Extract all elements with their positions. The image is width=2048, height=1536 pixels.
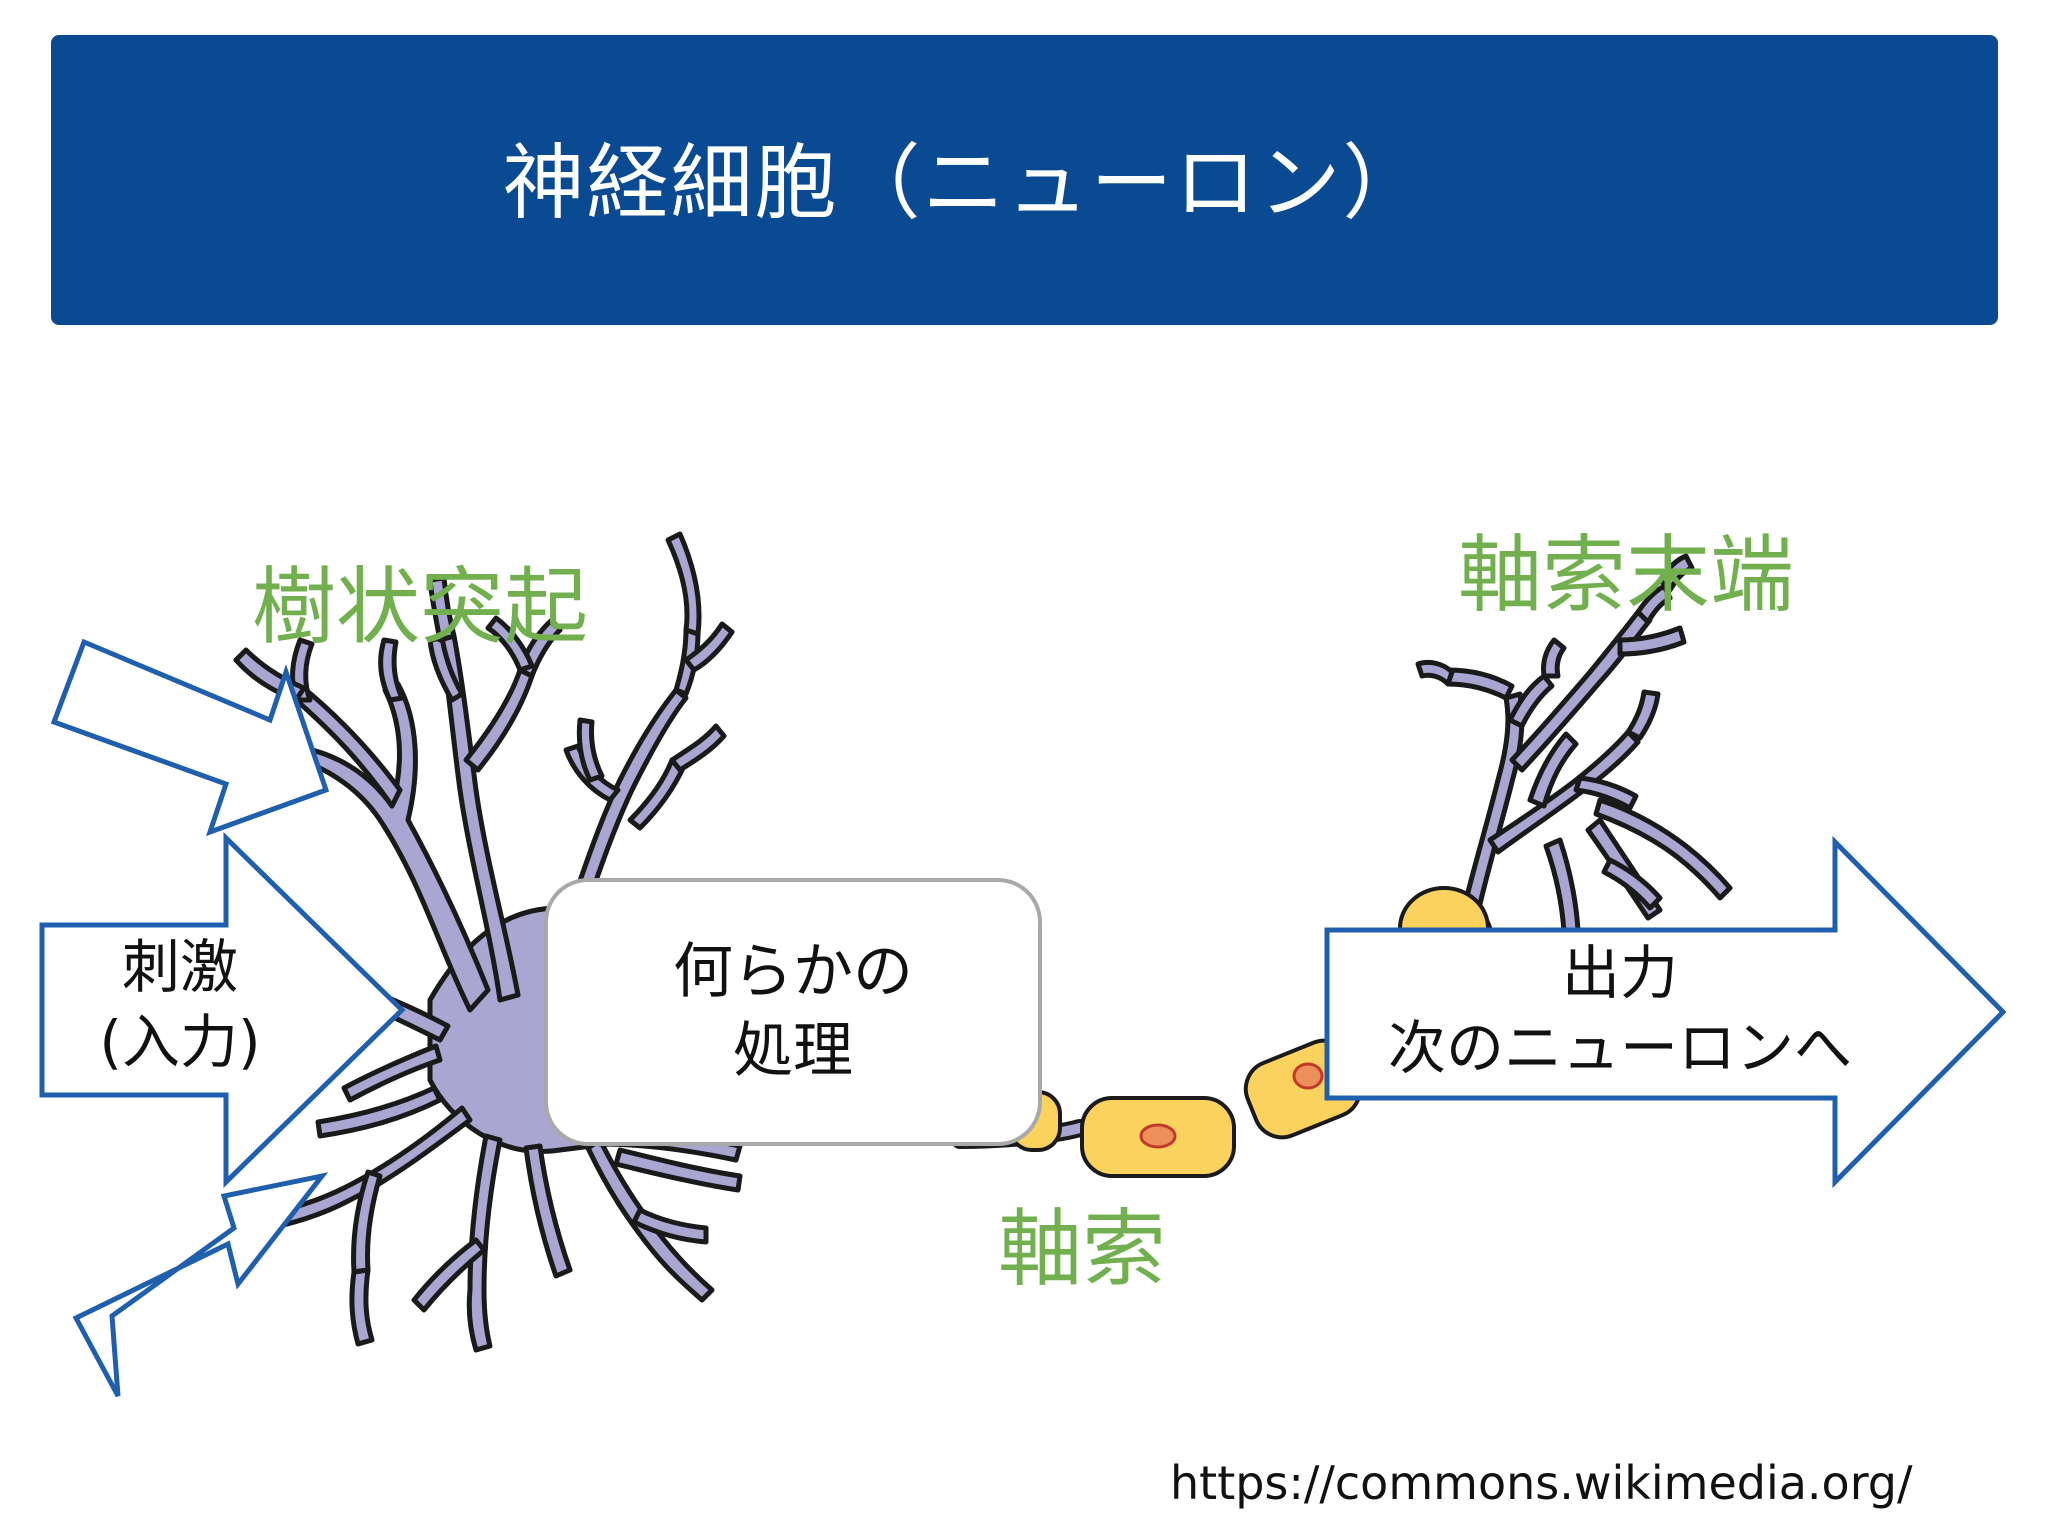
nucleus <box>1292 1062 1324 1090</box>
output-text: 出力 次のニューロンへ <box>1330 936 1910 1087</box>
process-box: 何らかの 処理 <box>544 878 1042 1146</box>
input-arrow-middle <box>39 832 406 1188</box>
output-line1: 出力 <box>1561 939 1678 1007</box>
input-arrow-upper <box>50 638 330 837</box>
axon-label: 軸索 <box>998 1200 1167 1298</box>
input-arrow-lower <box>72 1172 329 1398</box>
stimulus-line1: 刺激 <box>121 933 238 1001</box>
stimulus-text: 刺激 (入力) <box>60 930 300 1081</box>
stimulus-line2: (入力) <box>99 1008 261 1077</box>
output-arrow <box>1324 835 2007 1189</box>
slide-title: 神経細胞（ニューロン） <box>502 135 1427 231</box>
input-arrows <box>39 638 406 1398</box>
source-credit: https://commons.wikimedia.org/ <box>1170 1456 1913 1510</box>
dendrite-tree <box>233 531 743 1353</box>
process-line1: 何らかの <box>673 936 913 1007</box>
axon-terminal-label: 軸索末端 <box>1458 526 1795 624</box>
title-banner: 神経細胞（ニューロン） <box>51 35 1998 325</box>
schwann-nuclei <box>1139 1062 1324 1149</box>
output-line2: 次のニューロンへ <box>1387 1014 1852 1083</box>
axon-terminal-tree <box>1415 553 1733 935</box>
dendrite-label: 樹状突起 <box>252 558 589 656</box>
nucleus <box>1139 1123 1177 1149</box>
process-line2: 処理 <box>733 1016 853 1086</box>
